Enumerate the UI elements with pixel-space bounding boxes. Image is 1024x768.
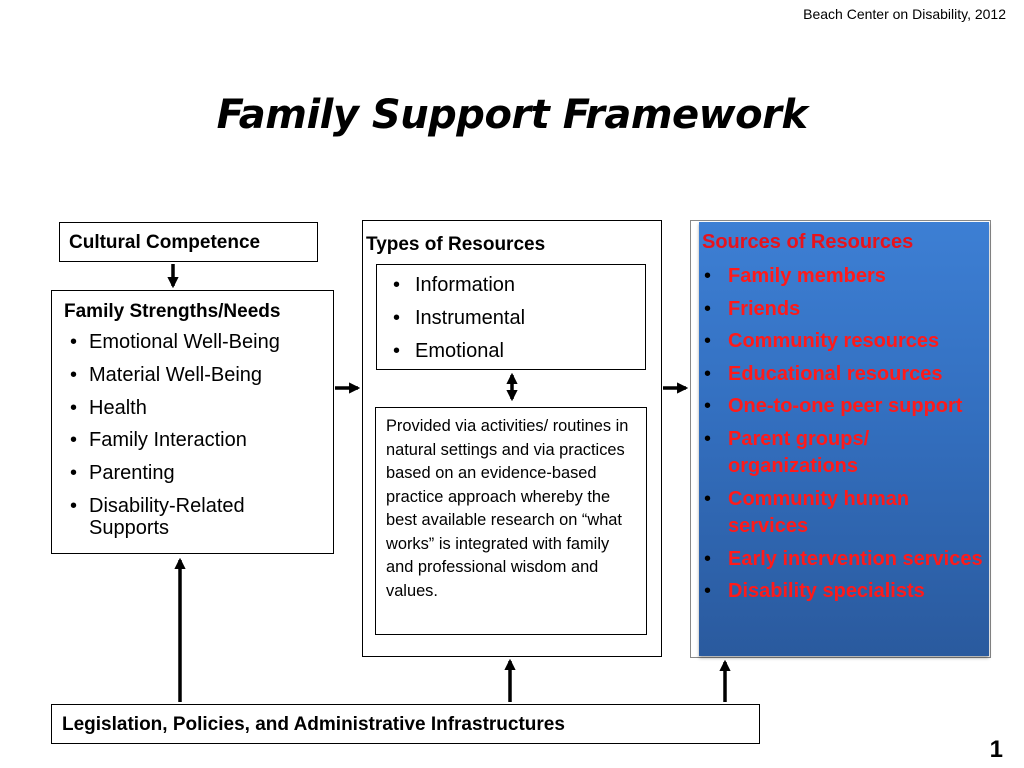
sources-list: Family members Friends Community resourc… bbox=[704, 263, 984, 611]
types-list-box: Information Instrumental Emotional bbox=[376, 264, 646, 370]
family-needs-box: Family Strengths/Needs Emotional Well-Be… bbox=[51, 290, 334, 554]
list-item: Educational resources bbox=[704, 361, 984, 389]
family-needs-list: Emotional Well-Being Material Well-Being… bbox=[70, 331, 325, 550]
list-item: Parent groups/ organizations bbox=[704, 426, 984, 481]
page-title: Family Support Framework bbox=[216, 92, 808, 138]
credit-text: Beach Center on Disability, 2012 bbox=[803, 6, 1006, 22]
list-item: Family members bbox=[704, 263, 984, 291]
list-item: Disability specialists bbox=[704, 578, 984, 606]
list-item: Community human services bbox=[704, 486, 984, 541]
cultural-competence-label: Cultural Competence bbox=[69, 232, 261, 253]
list-item: Emotional Well-Being bbox=[70, 331, 325, 353]
list-item: One-to-one peer support bbox=[704, 393, 984, 421]
types-of-resources-box: Types of Resources Information Instrumen… bbox=[362, 220, 662, 657]
provided-via-box: Provided via activities/ routines in nat… bbox=[375, 407, 647, 635]
list-item: Emotional bbox=[393, 339, 525, 363]
list-item: Material Well-Being bbox=[70, 364, 325, 386]
list-item: Disability-Related Supports bbox=[70, 495, 325, 539]
list-item: Information bbox=[393, 273, 525, 297]
family-needs-heading: Family Strengths/Needs bbox=[64, 301, 281, 322]
list-item: Parenting bbox=[70, 462, 325, 484]
list-item: Friends bbox=[704, 296, 984, 324]
legislation-label: Legislation, Policies, and Administrativ… bbox=[62, 714, 565, 735]
sources-of-resources-box: Sources of Resources Family members Frie… bbox=[699, 222, 989, 656]
list-item: Early intervention services bbox=[704, 546, 984, 574]
list-item: Community resources bbox=[704, 328, 984, 356]
page-number: 1 bbox=[989, 736, 1003, 763]
types-heading: Types of Resources bbox=[366, 234, 546, 255]
list-item: Family Interaction bbox=[70, 429, 325, 451]
provided-via-text: Provided via activities/ routines in nat… bbox=[386, 417, 629, 600]
list-item: Health bbox=[70, 397, 325, 419]
sources-of-resources-frame: Sources of Resources Family members Frie… bbox=[690, 220, 991, 658]
cultural-competence-box: Cultural Competence bbox=[59, 222, 318, 262]
list-item: Instrumental bbox=[393, 306, 525, 330]
types-list: Information Instrumental Emotional bbox=[393, 273, 525, 372]
sources-heading: Sources of Resources bbox=[702, 231, 914, 253]
legislation-box: Legislation, Policies, and Administrativ… bbox=[51, 704, 760, 744]
